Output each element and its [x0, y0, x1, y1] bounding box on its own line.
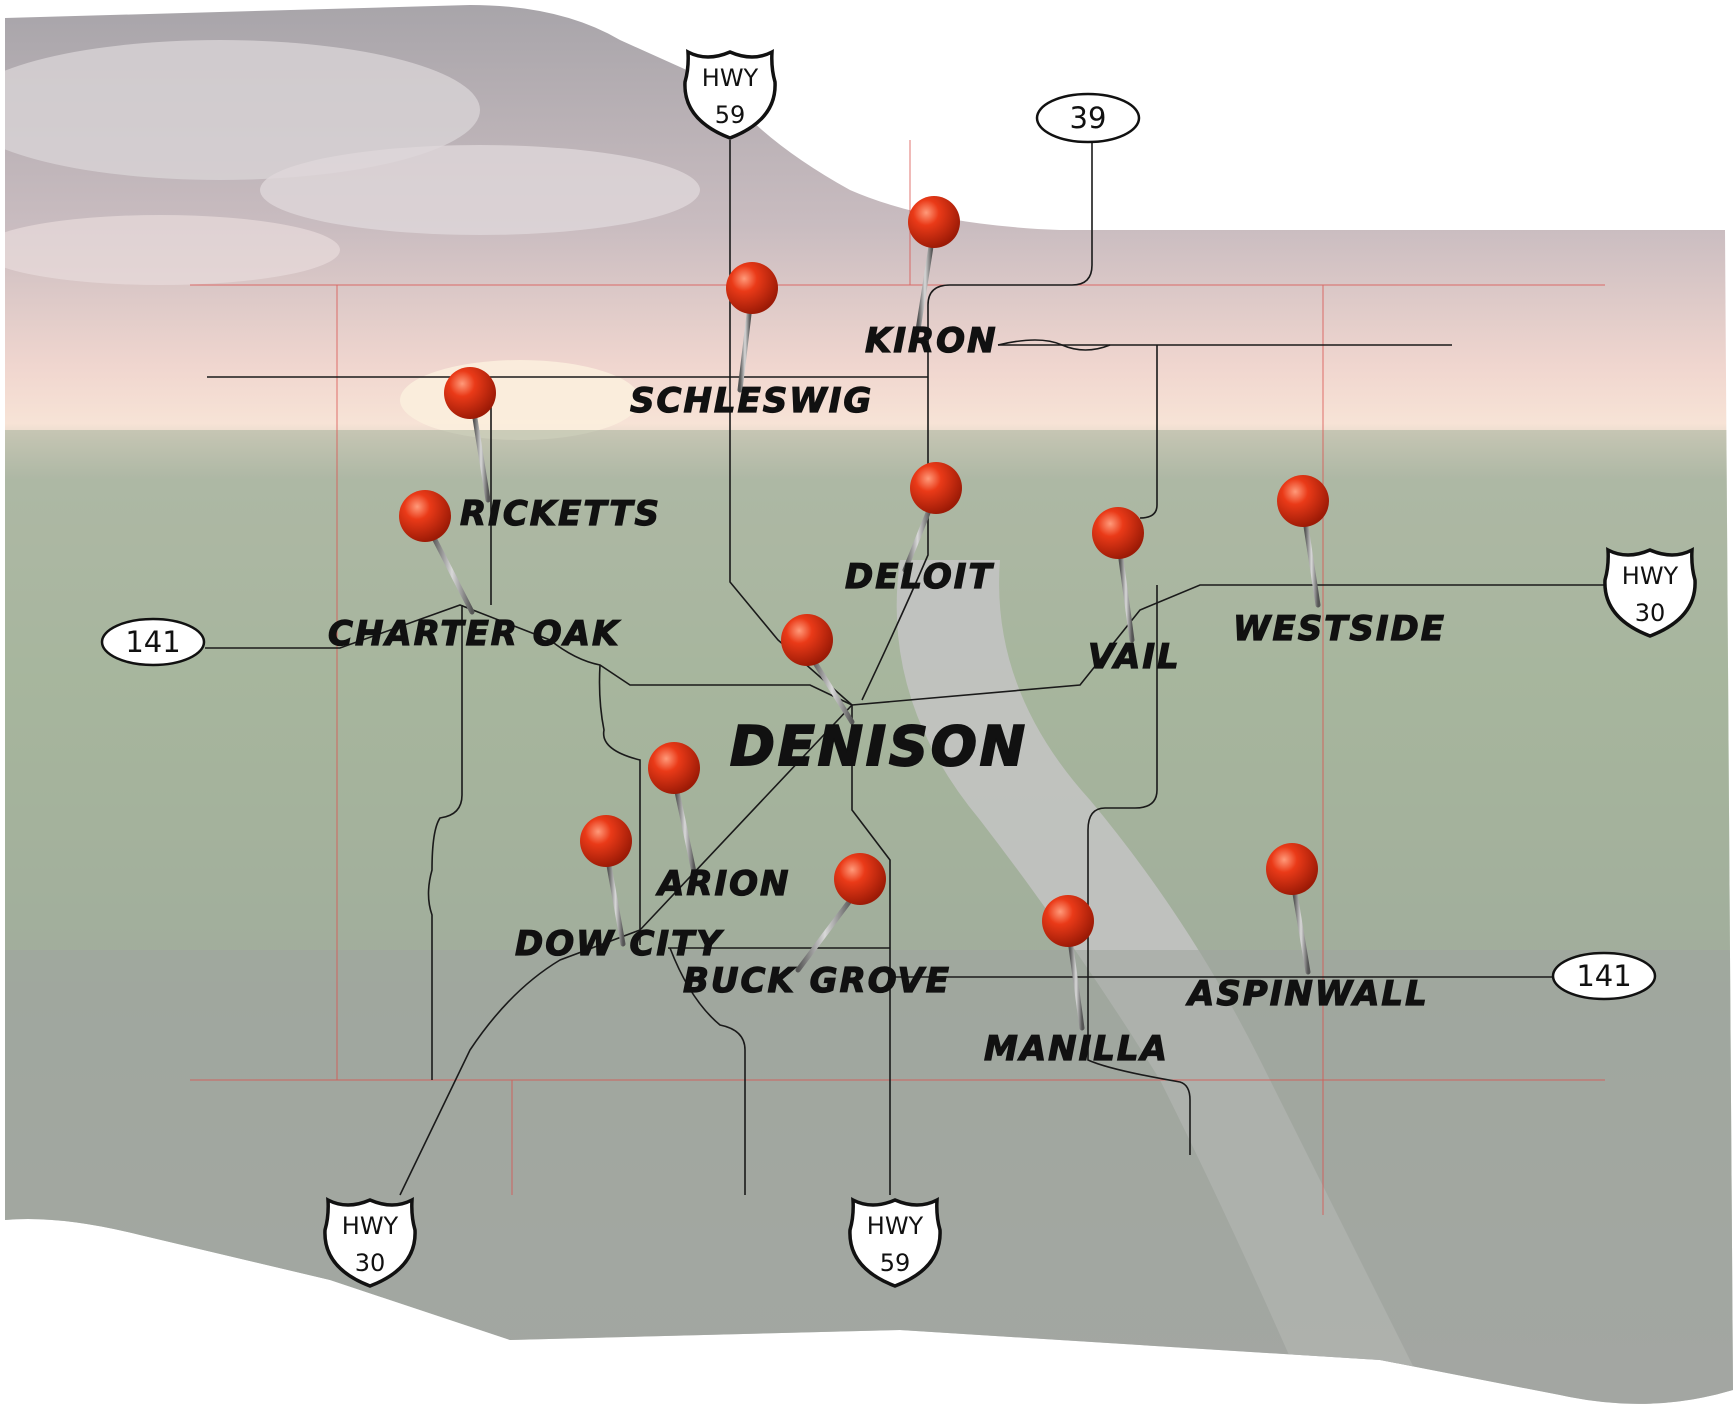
route141-east-label: 141: [1576, 959, 1631, 993]
pin-westside[interactable]: [1277, 475, 1329, 608]
route-markers: HWY 59 HWY 30 HWY 30 HWY 59 39 141: [100, 49, 1697, 1288]
hwy59-north-line2: 59: [715, 101, 746, 129]
town-label-vail: VAIL: [1088, 637, 1181, 677]
hwy30-south-line1: HWY: [342, 1212, 399, 1240]
town-label-dow-city: DOW CITY: [515, 924, 724, 964]
hwy30-south-line2: 30: [355, 1249, 386, 1277]
pin-denison[interactable]: [781, 614, 855, 725]
town-label-deloit: DELOIT: [845, 557, 994, 597]
hwy59-south-line1: HWY: [867, 1212, 924, 1240]
town-label-buck-grove: BUCK GROVE: [683, 961, 951, 1001]
hwy30-east-shield: HWY 30: [1603, 547, 1697, 638]
route141-west-label: 141: [125, 625, 180, 659]
town-labels: KIRON SCHLESWIG RICKETTS CHARTER OAK DEL…: [327, 320, 1446, 1069]
route141-west-oval: 141: [100, 617, 206, 667]
pin-charter-oak[interactable]: [399, 490, 475, 615]
town-label-kiron: KIRON: [865, 321, 998, 361]
pin-aspinwall[interactable]: [1266, 843, 1318, 975]
pin-schleswig[interactable]: [726, 262, 778, 393]
pin-arion[interactable]: [648, 742, 700, 875]
hwy59-north-shield: HWY 59: [683, 49, 777, 140]
hwy59-south-line2: 59: [880, 1249, 911, 1277]
town-label-denison: DENISON: [730, 715, 1028, 778]
hwy30-east-line1: HWY: [1622, 562, 1679, 590]
pin-deloit[interactable]: [902, 462, 962, 573]
pin-dow-city[interactable]: [580, 815, 632, 947]
town-label-westside: WESTSIDE: [1233, 609, 1446, 649]
hwy59-south-shield: HWY 59: [848, 1197, 942, 1288]
town-label-manilla: MANILLA: [984, 1029, 1169, 1069]
hwy30-south-shield: HWY 30: [323, 1197, 417, 1288]
route39-label: 39: [1070, 101, 1107, 135]
town-label-aspinwall: ASPINWALL: [1185, 974, 1429, 1014]
pin-vail[interactable]: [1092, 507, 1144, 643]
town-label-ricketts: RICKETTS: [460, 494, 661, 534]
road-network: [205, 140, 1610, 1196]
route39-oval: 39: [1035, 92, 1141, 144]
hwy59-north-line1: HWY: [702, 64, 759, 92]
town-label-charter-oak: CHARTER OAK: [328, 614, 621, 654]
pin-kiron[interactable]: [908, 196, 960, 333]
pin-buck-grove[interactable]: [795, 853, 886, 973]
pin-manilla[interactable]: [1042, 895, 1094, 1031]
town-label-schleswig: SCHLESWIG: [630, 381, 873, 421]
route141-east-oval: 141: [1551, 951, 1657, 1001]
town-pins: [399, 196, 1329, 1031]
town-label-arion: ARION: [655, 864, 791, 904]
pin-ricketts[interactable]: [444, 367, 496, 503]
hwy30-east-line2: 30: [1635, 599, 1666, 627]
